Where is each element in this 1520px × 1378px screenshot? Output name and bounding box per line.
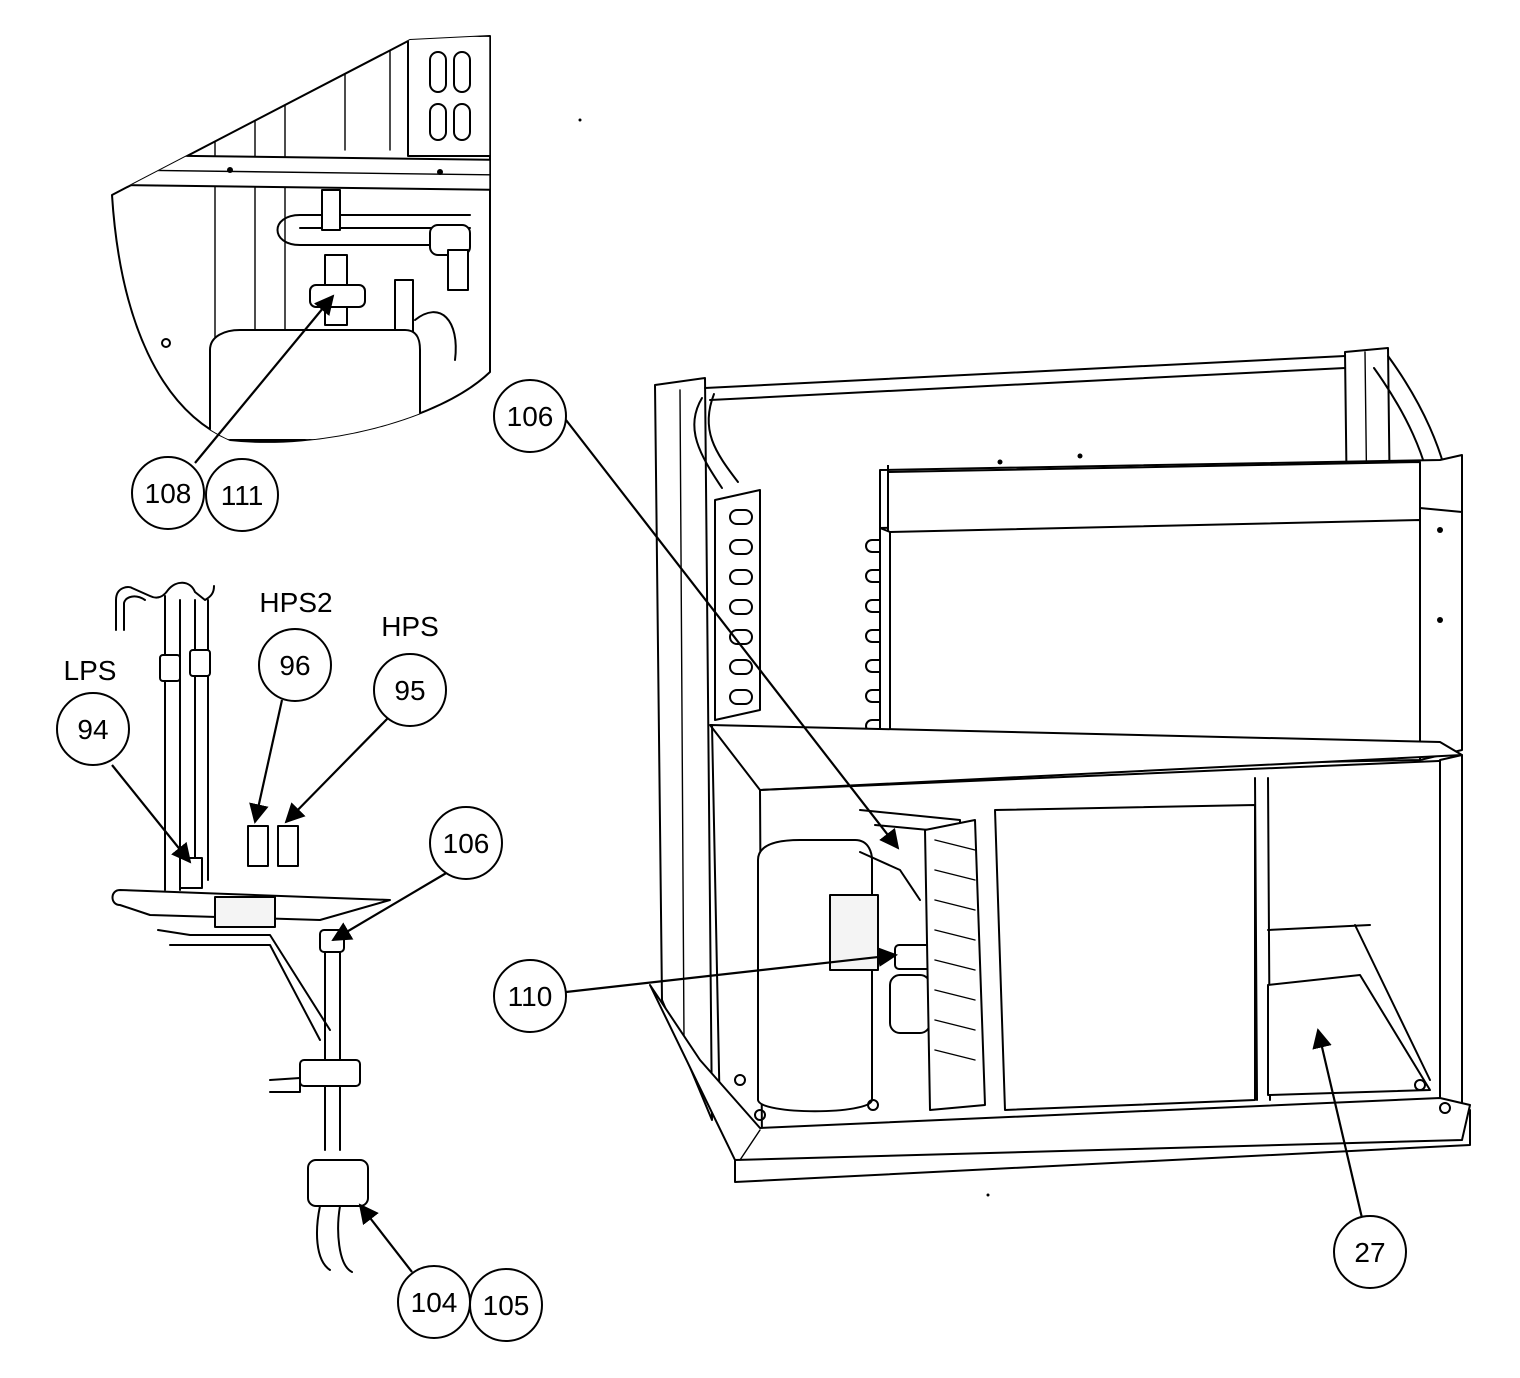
callout-27-text: 27 — [1354, 1237, 1385, 1268]
callout-110-text: 110 — [508, 981, 553, 1012]
callout-94: 94 — [56, 692, 192, 864]
callout-108-text: 108 — [145, 478, 192, 509]
callout-104-text: 104 — [411, 1287, 458, 1318]
callout-27: 27 — [1312, 1028, 1407, 1289]
callout-104: 104 — [358, 1203, 471, 1339]
cabinet-main — [600, 340, 1500, 1240]
callouts: 108 111 HPS2 HPS LPS 96 95 94 — [56, 379, 1407, 1342]
hps2-label: HPS2 — [259, 587, 332, 618]
callout-108: 108 — [131, 456, 205, 530]
callout-106-right-text: 106 — [507, 401, 554, 432]
refrigerant-line-assembly — [111, 581, 391, 1273]
callout-105: 105 — [469, 1268, 543, 1342]
callout-105-text: 105 — [483, 1290, 530, 1321]
callout-95-text: 95 — [394, 675, 425, 706]
callout-111-text: 111 — [221, 480, 264, 511]
callout-96-text: 96 — [279, 650, 310, 681]
callout-110: 110 — [493, 947, 898, 1033]
callout-96: 96 — [249, 628, 332, 824]
coil-u-bends-left — [729, 509, 753, 705]
detail-view-compressor-piping — [111, 35, 491, 464]
lps-label: LPS — [64, 655, 117, 686]
callout-95: 95 — [284, 653, 447, 824]
callout-111: 111 — [205, 458, 279, 532]
callout-106-left: 106 — [331, 806, 503, 942]
callout-106-right: 106 — [493, 379, 900, 850]
hps-label: HPS — [381, 611, 439, 642]
callout-94-text: 94 — [77, 714, 108, 745]
callout-106-left-text: 106 — [443, 828, 490, 859]
